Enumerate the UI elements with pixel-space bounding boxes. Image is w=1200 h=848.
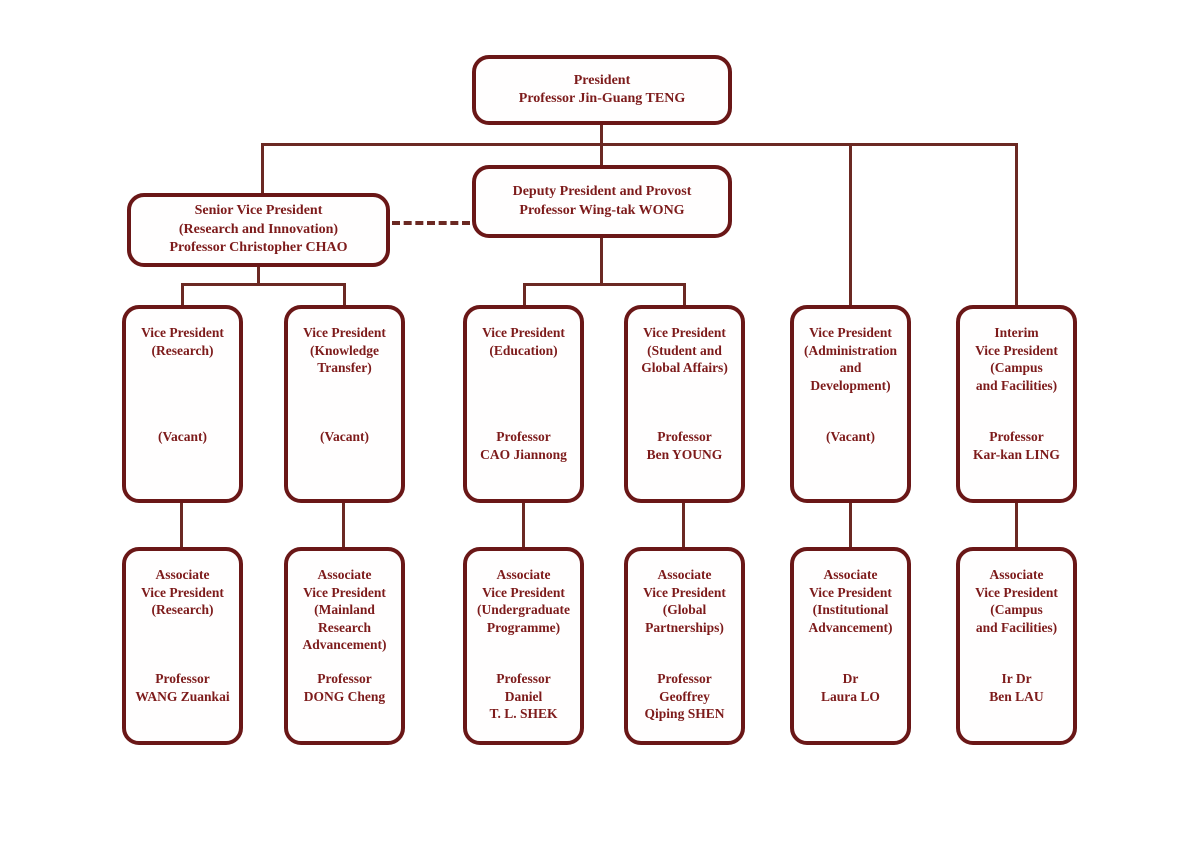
- box-vp-student-global-affairs: Vice President (Student and Global Affai…: [624, 305, 745, 503]
- box-avp-undergraduate-programme-person: Professor Daniel T. L. SHEK: [489, 671, 558, 721]
- connector-senior-vp-drop: [257, 265, 260, 285]
- box-vp-administration-development-person: (Vacant): [826, 429, 875, 444]
- box-avp-global-partnerships: Associate Vice President (Global Partner…: [624, 547, 745, 745]
- connector-deputy-drop: [600, 236, 603, 285]
- connector-col4-l3-l4: [682, 501, 685, 549]
- box-vp-administration-development-title: Vice President (Administration and Devel…: [803, 325, 897, 393]
- box-interim-vp-campus-facilities-person: Professor Kar-kan LING: [973, 429, 1060, 462]
- connector-bracket-mid: [523, 283, 686, 286]
- connector-drop-deputy: [600, 143, 603, 167]
- box-vp-administration-development: Vice President (Administration and Devel…: [790, 305, 911, 503]
- box-president: President Professor Jin-Guang TENG: [472, 55, 732, 125]
- box-avp-undergraduate-programme-title: Associate Vice President (Undergraduate …: [477, 567, 570, 635]
- connector-col5-l3-l4: [849, 501, 852, 549]
- box-avp-global-partnerships-title: Associate Vice President (Global Partner…: [643, 567, 726, 635]
- box-senior-vice-president-label: Senior Vice President (Research and Inno…: [169, 203, 348, 256]
- box-vp-knowledge-transfer: Vice President (Knowledge Transfer) (Vac…: [284, 305, 405, 503]
- box-avp-research-person: Professor WANG Zuankai: [135, 671, 230, 704]
- box-avp-undergraduate-programme: Associate Vice President (Undergraduate …: [463, 547, 584, 745]
- box-vp-research-title: Vice President (Research): [141, 325, 224, 358]
- connector-top-horizontal: [261, 143, 1018, 146]
- box-avp-mainland-research-title: Associate Vice President (Mainland Resea…: [302, 567, 387, 652]
- box-avp-institutional-advancement: Associate Vice President (Institutional …: [790, 547, 911, 745]
- connector-col1-l3-l4: [180, 501, 183, 549]
- connector-drop-col5: [849, 143, 852, 307]
- box-interim-vp-campus-facilities: Interim Vice President (Campus and Facil…: [956, 305, 1077, 503]
- connector-col2-l3-l4: [342, 501, 345, 549]
- connector-drop-senior-vp: [261, 143, 264, 195]
- box-avp-institutional-advancement-title: Associate Vice President (Institutional …: [808, 567, 893, 635]
- box-deputy-president: Deputy President and Provost Professor W…: [472, 165, 732, 238]
- box-vp-research: Vice President (Research) (Vacant): [122, 305, 243, 503]
- connector-col3-l3-l4: [522, 501, 525, 549]
- box-avp-mainland-research-person: Professor DONG Cheng: [303, 671, 386, 704]
- connector-bracket-left: [181, 283, 346, 286]
- box-vp-knowledge-transfer-person: (Vacant): [320, 429, 369, 444]
- box-avp-campus-facilities-person: Ir Dr Ben LAU: [989, 671, 1044, 704]
- box-avp-research-title: Associate Vice President (Research): [141, 567, 224, 617]
- box-vp-education-title: Vice President (Education): [482, 325, 565, 358]
- box-vp-student-global-affairs-title: Vice President (Student and Global Affai…: [641, 325, 728, 375]
- box-avp-research: Associate Vice President (Research) Prof…: [122, 547, 243, 745]
- box-vp-knowledge-transfer-title: Vice President (Knowledge Transfer): [303, 325, 386, 375]
- box-avp-campus-facilities-title: Associate Vice President (Campus and Fac…: [975, 567, 1058, 635]
- box-senior-vice-president: Senior Vice President (Research and Inno…: [127, 193, 390, 267]
- connector-bracket-left-b: [343, 283, 346, 307]
- connector-bracket-mid-b: [683, 283, 686, 307]
- box-avp-mainland-research: Associate Vice President (Mainland Resea…: [284, 547, 405, 745]
- connector-drop-col6: [1015, 143, 1018, 307]
- connector-col6-l3-l4: [1015, 501, 1018, 549]
- connector-president-drop: [600, 124, 603, 146]
- connector-dashed-senior-deputy: [392, 221, 470, 225]
- box-avp-global-partnerships-person: Professor Geoffrey Qiping SHEN: [644, 671, 725, 721]
- box-vp-research-person: (Vacant): [158, 429, 207, 444]
- box-president-label: President Professor Jin-Guang TENG: [518, 72, 686, 107]
- box-avp-institutional-advancement-person: Dr Laura LO: [821, 671, 880, 704]
- box-deputy-president-label: Deputy President and Provost Professor W…: [512, 184, 692, 218]
- box-vp-education-person: Professor CAO Jiannong: [480, 429, 567, 462]
- connector-bracket-mid-a: [523, 283, 526, 307]
- box-avp-campus-facilities: Associate Vice President (Campus and Fac…: [956, 547, 1077, 745]
- box-vp-student-global-affairs-person: Professor Ben YOUNG: [646, 429, 723, 462]
- box-vp-education: Vice President (Education) Professor CAO…: [463, 305, 584, 503]
- box-interim-vp-campus-facilities-title: Interim Vice President (Campus and Facil…: [975, 325, 1058, 393]
- connector-bracket-left-a: [181, 283, 184, 307]
